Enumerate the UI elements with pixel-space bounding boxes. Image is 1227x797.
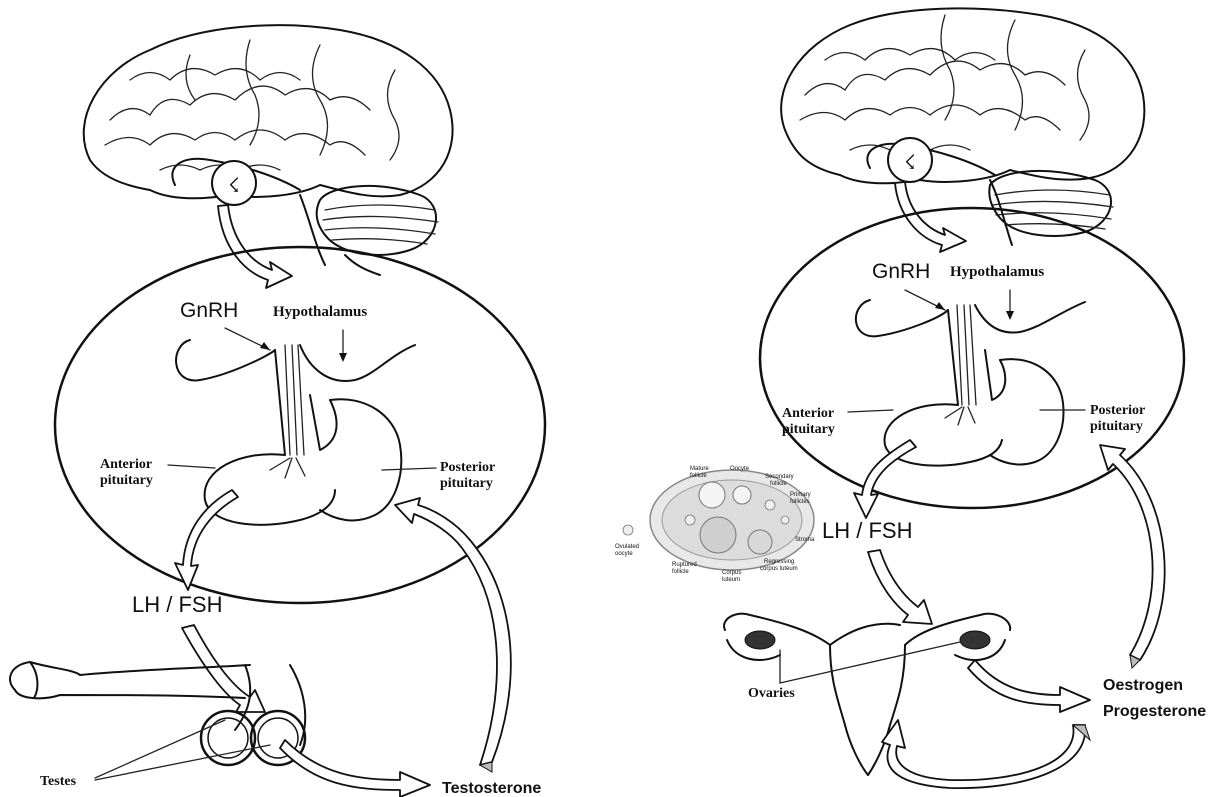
svg-text:☇: ☇ xyxy=(904,152,915,174)
female-anterior-pituitary-label: Anterior xyxy=(782,406,834,421)
inset-label-secondary-follicle-2: follicle xyxy=(770,481,787,487)
male-anterior-pituitary-label: Anterior xyxy=(100,457,152,472)
inset-label-mature-follicle-2: follicle xyxy=(690,473,707,479)
male-hypothalamus-label: Hypothalamus xyxy=(273,304,367,320)
male-lh-fsh-label: LH / FSH xyxy=(132,592,222,617)
female-pituitary-to-lhfsh-arrow xyxy=(854,440,916,518)
male-posterior-pituitary-label: Posterior xyxy=(440,460,495,475)
inset-label-mature-follicle: Mature xyxy=(690,466,709,472)
female-lhfsh-to-ovaries-arrow xyxy=(868,550,932,624)
male-posterior-pituitary-label-line2: pituitary xyxy=(440,476,493,491)
male-pituitary-illustration xyxy=(176,340,415,525)
female-progesterone-label: Progesterone xyxy=(1103,703,1206,720)
inset-label-stroma: Stroma xyxy=(795,537,815,543)
male-brain-illustration: ☇ xyxy=(84,25,453,275)
female-pituitary-illustration xyxy=(856,300,1085,466)
male-testes-label: Testes xyxy=(40,774,77,789)
inset-label-ruptured-follicle-2: follicle xyxy=(672,569,689,575)
inset-label-primary-follicles-2: follicles xyxy=(790,499,810,505)
female-feedback-arrow xyxy=(1100,445,1165,660)
ovary-cross-section-inset: Mature follicle Oocyte Secondary follicl… xyxy=(615,466,815,583)
female-uterus-feedback-loop-arrow xyxy=(882,720,1085,788)
male-gnrh-label: GnRH xyxy=(180,299,238,322)
inset-label-regressing-corpus-luteum-2: corpus luteum xyxy=(760,566,798,572)
inset-label-primary-follicles: Primary xyxy=(790,492,811,498)
inset-label-regressing-corpus-luteum: Regressing xyxy=(764,559,794,565)
female-hypothalamus-label: Hypothalamus xyxy=(950,264,1044,280)
female-ovaries-to-hormones-arrow xyxy=(968,660,1090,712)
female-posterior-pituitary-label: Posterior xyxy=(1090,403,1145,418)
inset-label-oocyte: Oocyte xyxy=(730,466,750,472)
inset-label-ovulated-oocyte-2: oocyte xyxy=(615,551,633,557)
inset-label-secondary-follicle: Secondary xyxy=(765,474,794,480)
female-ovaries-label: Ovaries xyxy=(748,686,795,701)
inset-label-ruptured-follicle: Ruptured xyxy=(672,562,697,568)
male-feedback-arrow xyxy=(395,498,511,765)
female-gnrh-label: GnRH xyxy=(872,260,930,283)
female-brain-to-hypothalamus-arrow xyxy=(895,182,966,252)
male-testosterone-label: Testosterone xyxy=(442,780,541,797)
female-posterior-pituitary-label-line2: pituitary xyxy=(1090,419,1143,434)
inset-label-corpus-luteum: Corpus xyxy=(722,570,741,576)
inset-label-corpus-luteum-2: luteum xyxy=(722,577,740,583)
female-lh-fsh-label: LH / FSH xyxy=(822,518,912,543)
female-anterior-pituitary-label-line2: pituitary xyxy=(782,422,835,437)
female-brain-illustration: ☇ xyxy=(781,8,1144,245)
male-anterior-pituitary-label-line2: pituitary xyxy=(100,473,153,488)
svg-text:☇: ☇ xyxy=(228,175,239,197)
inset-label-ovulated-oocyte: Ovulated xyxy=(615,544,639,550)
female-oestrogen-label: Oestrogen xyxy=(1103,677,1183,694)
